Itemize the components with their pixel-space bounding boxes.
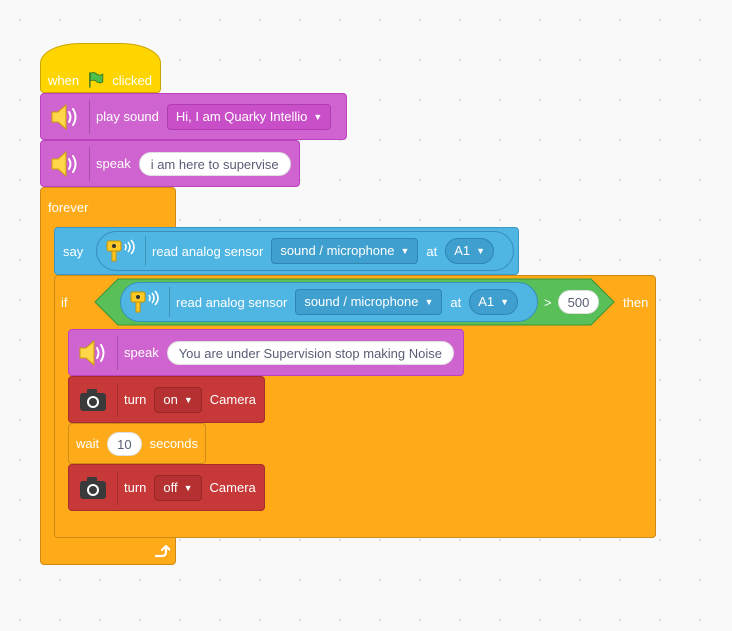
say-analog-reporter[interactable]: read analog sensor sound / microphone ▼ …	[96, 231, 514, 271]
then-label: then	[623, 295, 649, 310]
chevron-down-icon: ▼	[424, 297, 434, 307]
wait-block[interactable]: wait 10 seconds	[68, 423, 206, 464]
if-label: if	[61, 295, 68, 310]
pin-value: A1	[478, 294, 495, 309]
camera-state-dropdown[interactable]: on ▼	[154, 386, 202, 413]
sound-sensor-icon	[105, 235, 137, 267]
green-flag-icon	[89, 72, 104, 88]
sensor-dropdown[interactable]: sound / microphone ▼	[295, 289, 443, 315]
speak-label: speak	[96, 156, 131, 171]
turn-off-camera-block[interactable]: turn off ▼ Camera	[68, 464, 265, 511]
speaker-icon	[49, 101, 81, 133]
chevron-down-icon: ▼	[476, 246, 486, 256]
speak-text-input[interactable]: You are under Supervision stop making No…	[166, 340, 454, 365]
pin-value: A1	[454, 243, 471, 258]
loop-arrow-icon	[154, 544, 170, 558]
sound-dropdown[interactable]: Hi, I am Quarky Intellio ▼	[166, 103, 332, 130]
speak-label: speak	[124, 345, 159, 360]
sensor-dropdown[interactable]: sound / microphone ▼	[271, 238, 419, 264]
read-analog-label: read analog sensor	[152, 243, 264, 259]
seconds-label: seconds	[149, 436, 199, 451]
turn-label: turn	[123, 392, 147, 407]
speak-block-1[interactable]: speak i am here to supervise	[40, 140, 300, 187]
read-analog-label: read analog sensor	[176, 294, 288, 310]
chevron-down-icon: ▼	[313, 111, 323, 122]
chevron-down-icon: ▼	[400, 246, 410, 256]
play-sound-block[interactable]: play sound Hi, I am Quarky Intellio ▼	[40, 93, 347, 140]
hat-clicked-label: clicked	[112, 72, 152, 88]
camera-label: Camera	[209, 480, 256, 495]
sound-sensor-icon	[129, 286, 161, 318]
if-bottom-arm	[54, 511, 656, 538]
when-flag-clicked-hat[interactable]: when clicked	[40, 43, 161, 93]
sensor-value: sound / microphone	[304, 294, 419, 309]
wait-label: wait	[76, 436, 100, 451]
sound-value: Hi, I am Quarky Intellio	[175, 108, 308, 124]
play-sound-label: play sound	[96, 109, 159, 124]
speaker-icon	[77, 337, 109, 369]
chevron-down-icon: ▼	[183, 482, 193, 493]
turn-label: turn	[124, 480, 147, 495]
at-label: at	[426, 243, 438, 259]
speak-block-2[interactable]: speak You are under Supervision stop mak…	[68, 329, 464, 376]
pin-dropdown[interactable]: A1 ▼	[469, 289, 519, 315]
speaker-icon	[49, 148, 81, 180]
camera-state-value: off	[163, 479, 178, 495]
chevron-down-icon: ▼	[183, 394, 193, 405]
speak-text-input[interactable]: i am here to supervise	[138, 151, 291, 176]
camera-state-value: on	[163, 391, 178, 407]
chevron-down-icon: ▼	[500, 297, 510, 307]
wait-seconds-input[interactable]: 10	[107, 431, 142, 456]
pin-dropdown[interactable]: A1 ▼	[445, 238, 495, 264]
say-label: say	[63, 244, 84, 259]
camera-label: Camera	[209, 392, 256, 407]
threshold-input[interactable]: 500	[558, 290, 599, 314]
greater-than-operator: >	[544, 295, 552, 310]
camera-icon	[77, 472, 109, 504]
hat-when-label: when	[48, 72, 80, 88]
turn-on-camera-block[interactable]: turn on ▼ Camera	[68, 376, 265, 423]
if-analog-reporter[interactable]: read analog sensor sound / microphone ▼ …	[120, 282, 538, 322]
camera-icon	[77, 384, 109, 416]
camera-state-dropdown[interactable]: off ▼	[154, 474, 202, 501]
at-label: at	[450, 294, 462, 310]
forever-label: forever	[48, 200, 89, 215]
sensor-value: sound / microphone	[280, 243, 395, 258]
